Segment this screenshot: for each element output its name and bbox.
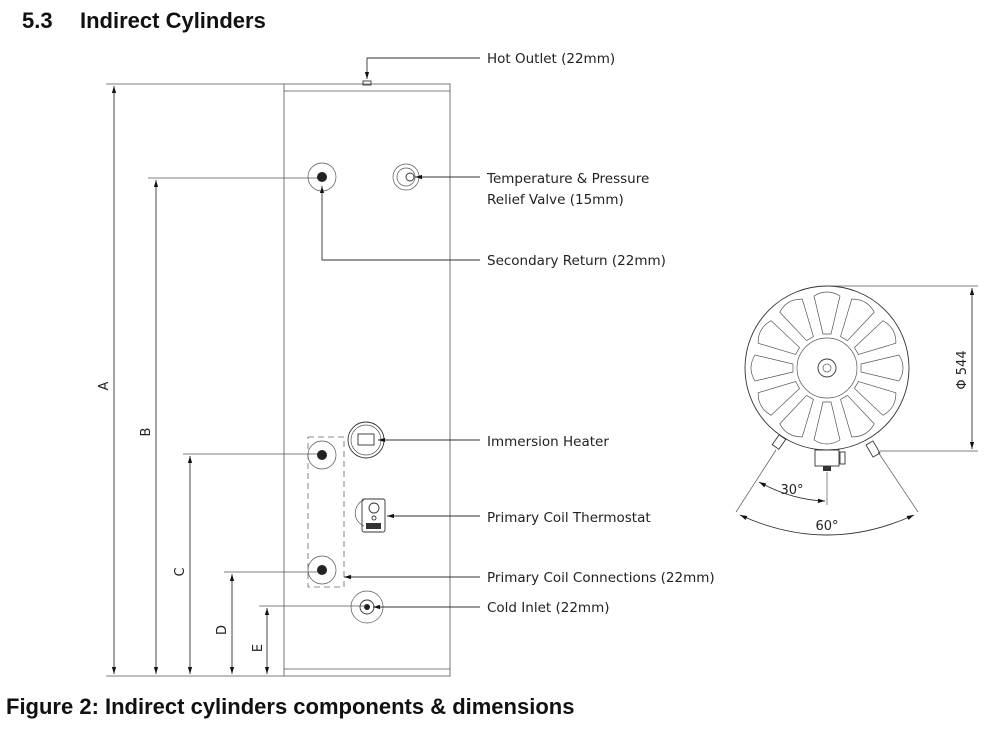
dim-label-diameter: Φ 544 [955,350,970,389]
coil-petal [860,354,904,382]
coil-petal [813,291,841,335]
dim-label-a: A [97,381,112,390]
thermostat-fitting [354,498,386,533]
figure-caption: Figure 2: Indirect cylinders components … [6,694,575,719]
angle-label-30: 30° [780,483,803,498]
dimension-angles: 30° 60° [735,449,919,536]
label-tpr-valve-line1: Temperature & Pressure [486,171,649,187]
coil-petal [854,381,897,416]
cylinder-top-view [744,285,910,471]
label-cold-inlet: Cold Inlet (22mm) [487,600,610,616]
coil-petal [854,320,897,355]
label-hot-outlet: Hot Outlet (22mm) [487,51,615,67]
dim-label-d: D [215,625,230,635]
primary-coil-box [307,436,345,588]
coil-petal [840,298,875,341]
coil-petal [813,401,841,445]
coil-petal [779,395,814,438]
section-number: 5.3 [22,8,53,33]
section-title: Indirect Cylinders [80,8,266,33]
label-primary-coil-thermostat: Primary Coil Thermostat [487,510,651,526]
dimension-e: E [251,605,365,674]
dim-label-b: B [139,428,154,437]
coil-petal [840,395,875,438]
label-tpr-valve-line2: Relief Valve (15mm) [487,192,624,208]
dimension-b: B [139,177,320,674]
dimension-d: D [215,571,320,674]
coil-petal [779,298,814,341]
label-secondary-return: Secondary Return (22mm) [487,253,666,269]
label-immersion-heater: Immersion Heater [487,434,609,450]
label-primary-coil-connections: Primary Coil Connections (22mm) [487,570,715,586]
dim-label-c: C [173,567,188,576]
cylinder-body [283,80,451,677]
coil-petal [750,354,794,382]
coil-petal [757,381,800,416]
dimension-a: A [97,83,284,677]
coil-petal [757,320,800,355]
section-heading: 5.3 Indirect Cylinders [22,8,266,34]
angle-label-60: 60° [815,519,838,534]
dim-label-e: E [251,644,266,652]
dimension-diameter: Φ 544 [827,285,978,452]
dimension-c: C [173,453,320,674]
